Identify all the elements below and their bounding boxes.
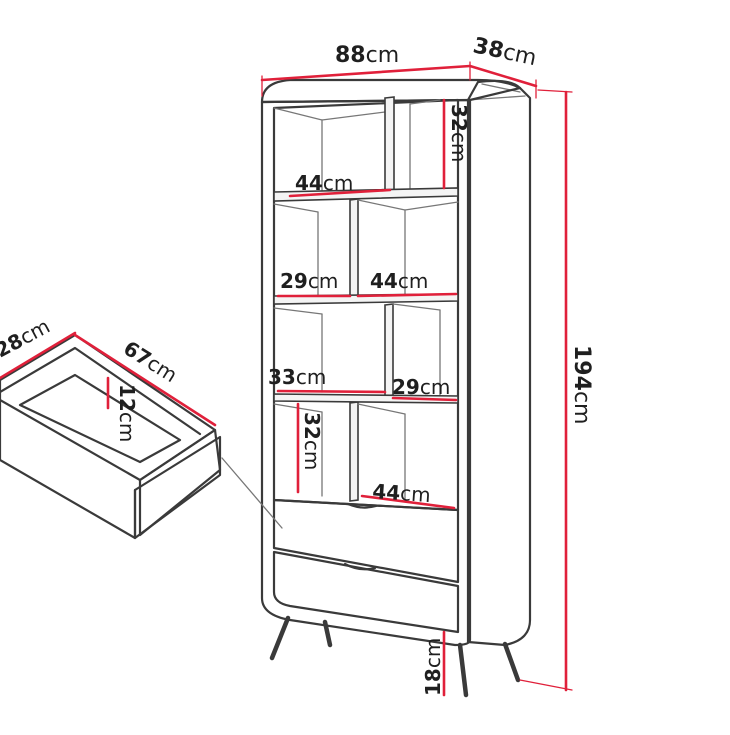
leg-back-left (322, 619, 333, 648)
label-height: 194cm (569, 345, 594, 424)
drawer-box-side (0, 398, 137, 540)
drawer-leader-line (221, 457, 283, 529)
divider-top (384, 96, 395, 192)
dim-tick (519, 679, 573, 691)
back-line (273, 107, 323, 121)
dimension-labels: 88cm 38cm 194cm 18cm 32cm 44cm 29cm 44cm… (0, 33, 594, 696)
leg-front-left (269, 615, 291, 661)
drawer-front-lip (133, 435, 222, 540)
back-line (273, 203, 319, 213)
label-row4-height: 32cm (300, 412, 324, 470)
dim-line-row2-right (356, 292, 458, 298)
lower-drawer-front (272, 550, 460, 634)
back-line (321, 111, 386, 121)
label-row3-left: 33cm (268, 365, 326, 389)
upper-drawer-front (272, 498, 460, 584)
label-row3-right: 29cm (392, 375, 450, 399)
drawer-box-inner (18, 373, 182, 464)
drawer-box-top-rim (0, 346, 202, 436)
upper-drawer-handle (346, 502, 378, 509)
dim-line-drawer-depth (0, 331, 77, 380)
shelf-1 (273, 187, 459, 202)
bookcase-side-panel (466, 79, 532, 647)
dim-tick (537, 89, 573, 93)
label-width: 88cm (335, 43, 399, 68)
label-leg-height: 18cm (421, 638, 445, 696)
dim-line-row4-width (360, 494, 456, 510)
back-line (273, 307, 323, 315)
back-line (404, 201, 459, 211)
label-row2-left: 29cm (280, 269, 338, 293)
side-inner-edge (467, 95, 526, 101)
dim-line-width (260, 64, 472, 82)
leg-front-right (457, 642, 469, 698)
divider-row4 (349, 401, 359, 502)
dim-line-row3-left (276, 389, 387, 394)
label-drawer-height: 12cm (115, 384, 139, 442)
label-row2-right: 44cm (370, 269, 428, 293)
dim-line-depth (468, 64, 538, 88)
label-drawer-width: 67cm (119, 336, 181, 387)
back-line (357, 403, 406, 415)
bookcase-front-frame (260, 98, 472, 647)
label-row4-width: 44cm (372, 479, 432, 507)
label-top-width: 44cm (295, 171, 353, 195)
back-line (409, 99, 441, 105)
back-line (392, 303, 441, 311)
divider-row2 (349, 198, 359, 298)
side-top-edge (481, 83, 521, 93)
shelf-3 (273, 393, 459, 404)
label-top-height: 32cm (447, 104, 471, 162)
dim-line-top-width (288, 188, 392, 198)
drawer-detail (0, 333, 283, 540)
label-drawer-depth: 28cm (0, 314, 54, 363)
back-line (357, 199, 406, 211)
dim-line-drawer-width (73, 333, 217, 427)
bookcase-top-board (260, 78, 522, 104)
lower-drawer-handle (343, 562, 377, 571)
dimension-lines (0, 61, 573, 697)
label-depth: 38cm (471, 33, 539, 71)
dim-line-row3-right (391, 396, 458, 402)
leg-back-right (502, 641, 521, 683)
